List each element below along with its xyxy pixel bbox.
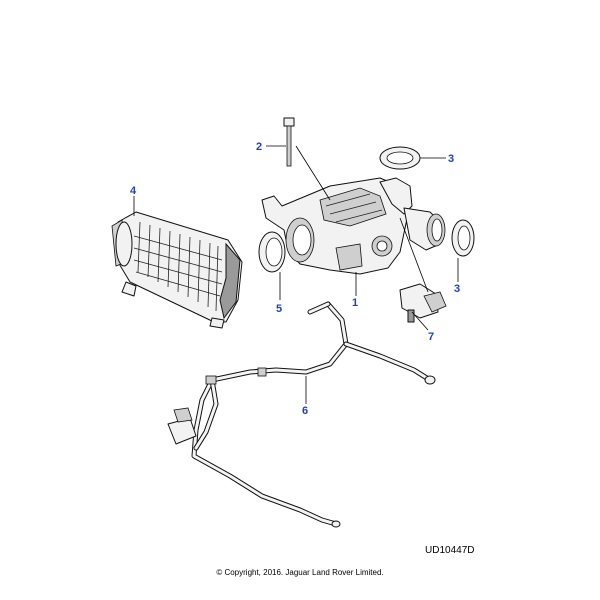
callout-1: 1 (352, 297, 358, 309)
callout-6: 6 (302, 405, 308, 417)
callout-2: 2 (256, 141, 262, 153)
callout-5: 5 (276, 303, 282, 315)
callout-4: 4 (130, 185, 137, 197)
callout-7: 7 (428, 331, 434, 343)
copyright-notice: © Copyright, 2016. Jaguar Land Rover Lim… (216, 568, 384, 577)
part-6-hose-assembly (167, 301, 436, 528)
part-1-throttle-body (261, 177, 446, 275)
part-3-seal-lower (451, 219, 475, 257)
callout-labels: 1 2 3 3 4 5 6 7 (130, 141, 460, 417)
part-5-seal (258, 231, 286, 273)
callout-3-upper: 3 (448, 153, 454, 165)
leader-lines (133, 145, 459, 404)
part-4-intake-resonator (111, 211, 243, 329)
callout-3-lower: 3 (454, 283, 460, 295)
part-7-sensor (399, 283, 447, 323)
drawing-code: UD10447D (425, 545, 475, 556)
part-2-bolt (283, 117, 295, 167)
part-3-seal-upper (379, 146, 421, 170)
